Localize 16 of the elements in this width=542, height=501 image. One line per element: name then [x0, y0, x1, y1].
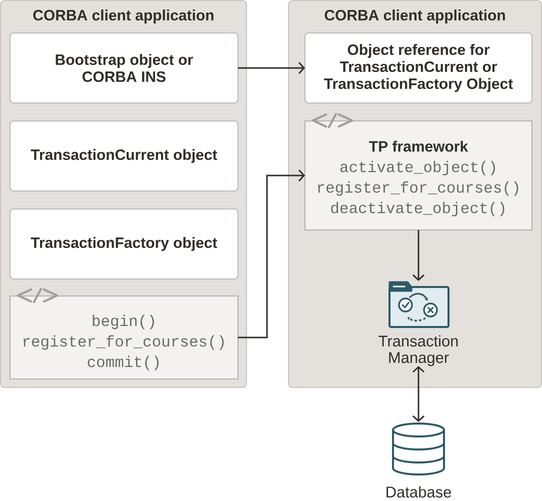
double-arrow [412, 366, 424, 422]
text-box: Bootstrap object or CORBA INS [10, 32, 238, 104]
node-label: Transaction Manager [378, 335, 458, 366]
arrow [412, 230, 424, 281]
code-box: begin() register_for_courses() commit() [10, 296, 238, 380]
code-box: TP framework activate_object() register_for_courses() deactivate_object() [304, 120, 532, 230]
text-box: TransactionCurrent object [10, 120, 238, 192]
arrow [238, 62, 305, 74]
text-box: TransactionFactory object [10, 208, 238, 280]
node-label: register_for_courses() [318, 181, 518, 196]
arrow [238, 170, 305, 338]
text-box: Object reference for TransactionCurrent or TransactionFactory Object [304, 32, 532, 104]
node-label: deactivate_object() [331, 202, 504, 216]
node-label: activate_object() [340, 160, 495, 176]
node-label: TP framework [369, 140, 468, 152]
node-label: Database [386, 486, 451, 498]
